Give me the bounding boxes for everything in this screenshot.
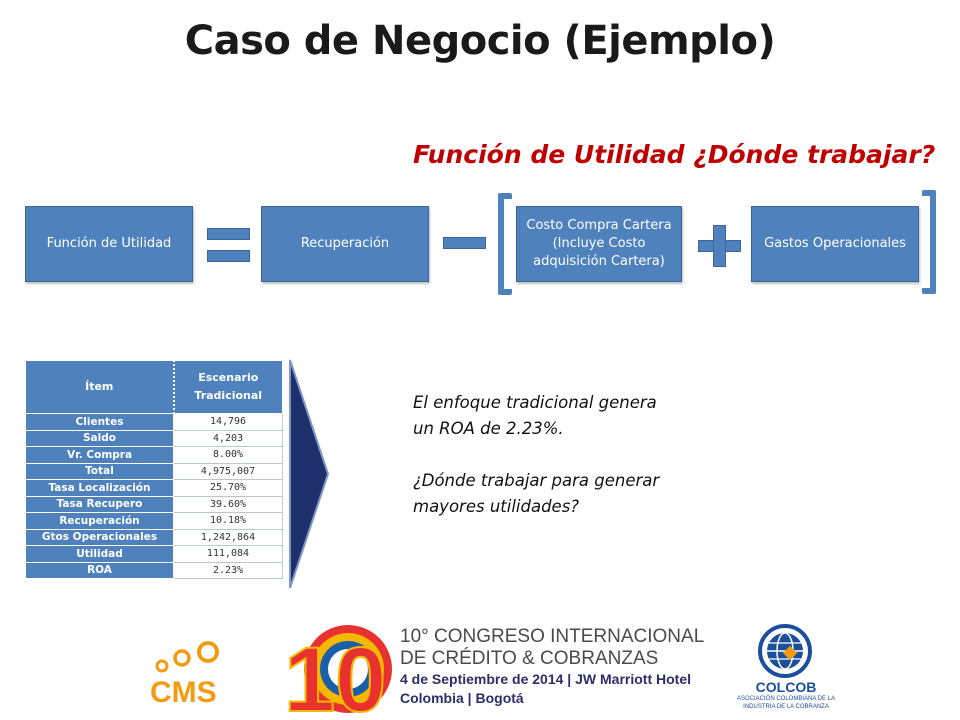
row-value: 4,975,007 xyxy=(173,462,283,480)
utility-function-box: Función de Utilidad xyxy=(25,206,193,282)
portfolio-purchase-cost-label: Costo Compra Cartera (Incluye Costo adqu… xyxy=(526,218,672,269)
row-label: Utilidad xyxy=(25,545,174,563)
table-header-row: Ítem Escenario Tradicional xyxy=(25,360,283,414)
slide-subtitle: Función de Utilidad ¿Dónde trabajar? xyxy=(413,140,936,169)
left-bracket-icon xyxy=(498,193,512,295)
operating-expenses-box: Gastos Operacionales xyxy=(751,206,919,282)
row-label: ROA xyxy=(25,561,174,579)
row-label: Vr. Compra xyxy=(25,446,174,464)
item-column-header: Ítem xyxy=(25,360,174,414)
recovery-box: Recuperación xyxy=(261,206,429,282)
minus-icon xyxy=(443,237,486,249)
body-text: El enfoque tradicional genera un ROA de … xyxy=(413,390,673,546)
scenario-column-header-text: Escenario Tradicional xyxy=(194,371,263,402)
recovery-label: Recuperación xyxy=(300,236,390,251)
row-value: 4,203 xyxy=(173,429,283,447)
row-value: 25.70% xyxy=(173,479,283,497)
row-label: Total xyxy=(25,462,174,480)
right-bracket-icon xyxy=(922,190,936,294)
portfolio-purchase-cost-box: Costo Compra Cartera (Incluye Costo adqu… xyxy=(516,206,682,282)
row-label: Gtos Operacionales xyxy=(25,528,174,546)
scenario-column-header: Escenario Tradicional xyxy=(172,360,283,414)
question-statement: ¿Dónde trabajar para generar mayores uti… xyxy=(413,471,660,516)
row-value: 14,796 xyxy=(173,413,283,431)
row-label: Tasa Recupero xyxy=(25,495,174,513)
cms-logo-text: CMS xyxy=(150,676,217,708)
plus-icon-vertical xyxy=(713,225,726,267)
row-label: Saldo xyxy=(25,429,174,447)
row-value: 8.00% xyxy=(173,446,283,464)
cms-logo: CMS xyxy=(150,641,219,708)
congress-info: 10° CONGRESO INTERNACIONAL DE CRÉDITO & … xyxy=(400,626,740,708)
row-label: Clientes xyxy=(25,413,174,431)
colcob-subtitle-1: ASOCIACIÓN COLOMBIANA DE LA xyxy=(736,696,836,702)
congress-date-venue: 4 de Septiembre de 2014 | JW Marriott Ho… xyxy=(400,671,691,687)
utility-function-label: Función de Utilidad xyxy=(46,236,172,251)
congress-number: 10 xyxy=(284,629,386,717)
colcob-name: COLCOB xyxy=(755,679,817,695)
slide-title: Caso de Negocio (Ejemplo) xyxy=(184,18,776,64)
roa-statement: El enfoque tradicional genera un ROA de … xyxy=(413,393,657,438)
row-label: Tasa Localización xyxy=(25,479,174,497)
row-value: 10.18% xyxy=(173,512,283,530)
row-value: 2.23% xyxy=(173,561,283,579)
colcob-globe-icon xyxy=(758,624,812,678)
row-value: 39.60% xyxy=(173,495,283,513)
row-value: 1,242,864 xyxy=(173,528,283,546)
congress-location: Colombia | Bogotá xyxy=(400,690,524,706)
congress-title-line2: DE CRÉDITO & COBRANZAS xyxy=(400,648,659,669)
congress-title-line1: 10° CONGRESO INTERNACIONAL xyxy=(400,626,705,647)
row-value: 111,084 xyxy=(173,545,283,563)
row-label: Recuperación xyxy=(25,512,174,530)
colcob-logo: COLCOB ASOCIACIÓN COLOMBIANA DE LA INDUS… xyxy=(736,680,836,711)
equals-icon-bottom-bar xyxy=(207,250,250,262)
operating-expenses-label: Gastos Operacionales xyxy=(764,236,906,251)
colcob-subtitle-2: INDUSTRIA DE LA COBRANZA xyxy=(743,704,829,710)
congress-logo: 10 xyxy=(283,625,392,717)
equals-icon-top-bar xyxy=(207,228,250,240)
chevron-right-icon xyxy=(289,359,330,589)
